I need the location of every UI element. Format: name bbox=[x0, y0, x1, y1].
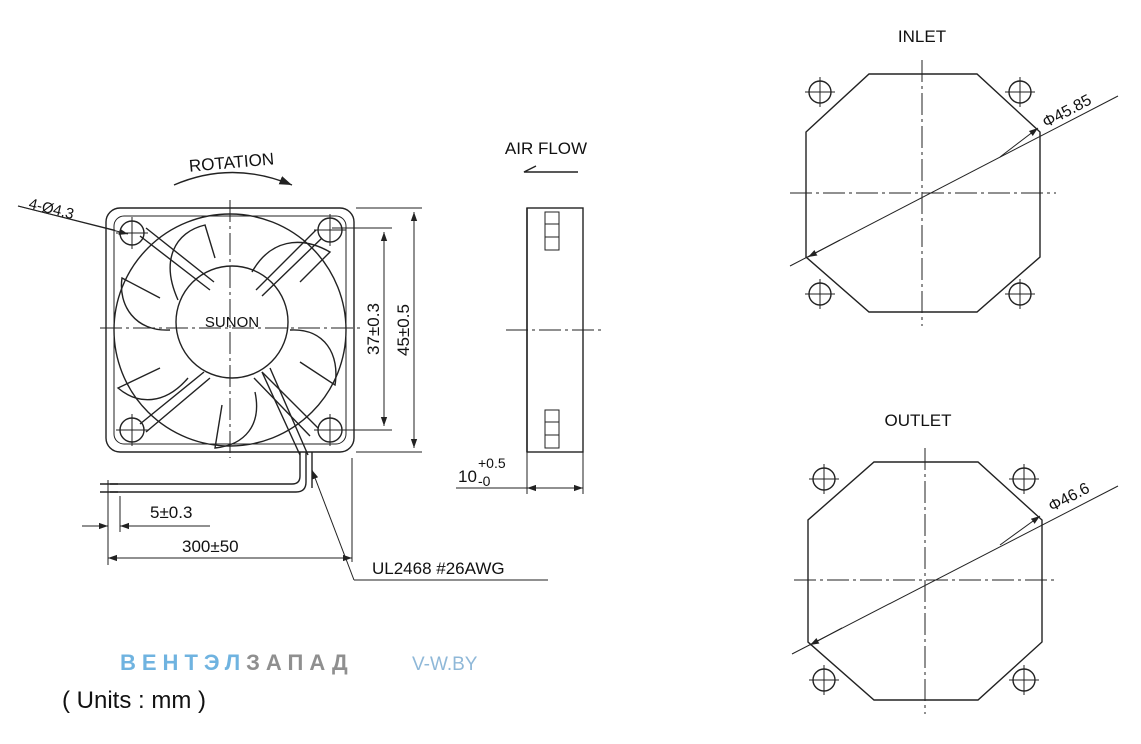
inner-dim-label: 37±0.3 bbox=[364, 303, 383, 355]
fan-hub bbox=[175, 265, 289, 379]
outlet-hole-bl bbox=[809, 665, 839, 695]
lead-dim-label: 300±50 bbox=[182, 537, 239, 556]
fan-blades bbox=[116, 224, 337, 449]
air-flow-label: AIR FLOW bbox=[505, 139, 587, 158]
thickness-plus: +0.5 bbox=[478, 455, 506, 471]
inlet-label: INLET bbox=[898, 27, 946, 46]
inlet-hole-bl bbox=[805, 279, 835, 309]
hole-spec-label: 4-Ø4.3 bbox=[27, 195, 76, 223]
wire-spec-label: UL2468 #26AWG bbox=[372, 559, 505, 578]
mounting-hole-top-left bbox=[116, 217, 148, 249]
thickness-label: 10 bbox=[458, 467, 477, 486]
watermark-part1: ВЕНТЭЛ bbox=[120, 650, 246, 675]
strip-dim-label: 5±0.3 bbox=[150, 503, 192, 522]
brand-label: SUNON bbox=[205, 314, 259, 331]
units-label: ( Units : mm ) bbox=[62, 687, 206, 714]
front-dimensions: 37±0.3 45±0.5 5±0.3 300±50 UL2468 #26AWG bbox=[82, 207, 548, 581]
svg-text:ВЕНТЭЛЗАПАД: ВЕНТЭЛЗАПАД bbox=[120, 650, 354, 675]
rotation-arrow bbox=[173, 171, 293, 186]
watermark: ВЕНТЭЛЗАПАД V-W.BY bbox=[120, 650, 478, 675]
outlet-dia-label: Φ46.6 bbox=[1046, 480, 1093, 516]
outlet-view: OUTLET Φ46.6 bbox=[791, 411, 1119, 714]
inlet-hole-tr bbox=[1005, 77, 1035, 107]
mounting-hole-top-right bbox=[314, 214, 346, 246]
mounting-hole-bottom-left bbox=[116, 414, 148, 446]
side-view: AIR FLOW 10 +0.5 -0 bbox=[456, 139, 604, 494]
outlet-label: OUTLET bbox=[884, 411, 951, 430]
thickness-minus: -0 bbox=[478, 473, 491, 489]
inlet-view: INLET Φ45.85 bbox=[789, 27, 1119, 326]
outlet-hole-tr bbox=[1009, 464, 1039, 494]
inlet-hole-br bbox=[1005, 279, 1035, 309]
watermark-part2: ЗАПАД bbox=[246, 650, 354, 675]
outlet-hole-tl bbox=[809, 464, 839, 494]
air-flow-arrow bbox=[523, 165, 578, 173]
fan-struts bbox=[139, 227, 323, 456]
front-view: SUNON ROTATION 4-Ø4.3 bbox=[17, 149, 362, 458]
outlet-outline bbox=[807, 461, 1043, 701]
outer-dim-label: 45±0.5 bbox=[394, 304, 413, 356]
watermark-site: V-W.BY bbox=[412, 654, 478, 675]
inlet-outline bbox=[805, 73, 1041, 313]
inlet-dia-label: Φ45.85 bbox=[1040, 92, 1095, 132]
rotation-label: ROTATION bbox=[188, 149, 275, 175]
outlet-hole-br bbox=[1009, 665, 1039, 695]
inlet-hole-tl bbox=[805, 77, 835, 107]
